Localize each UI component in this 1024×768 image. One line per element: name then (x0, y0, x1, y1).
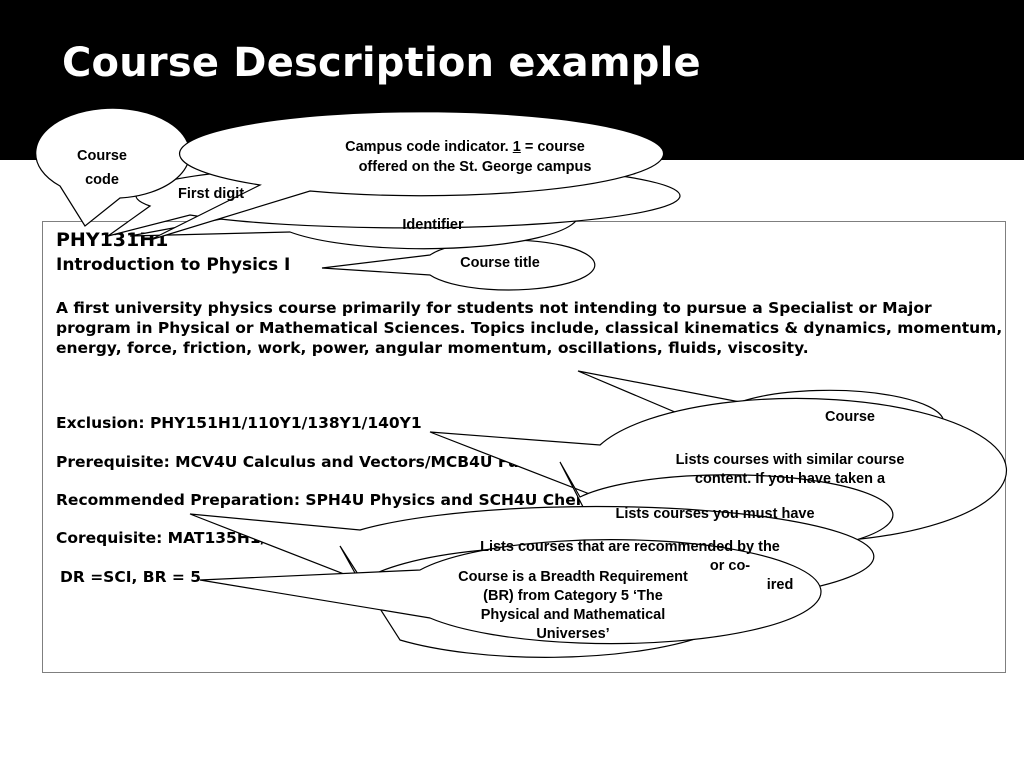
callout-recommended-text: Lists courses that are recommended by th… (430, 538, 830, 595)
callout-exclusion-text: Lists courses with similar course conten… (630, 451, 950, 489)
callout-course-code (35, 107, 191, 227)
exclusion-line1: Lists courses with similar course (675, 452, 905, 468)
slide-title: Course Description example (62, 40, 701, 86)
callout-breadth (199, 539, 822, 645)
callout-course-title-text: Course title (460, 255, 540, 271)
campus-line1: Campus code indicator. 1 = course (290, 137, 640, 157)
recommended-line2: or co- (709, 558, 751, 574)
callout-course-code-line2: code (85, 172, 119, 188)
callout-campus-code-text: Campus code indicator. 1 = course offere… (290, 137, 640, 177)
breadth-line: DR =SCI, BR = 5 (60, 568, 202, 586)
campus-line1-b: = course (520, 139, 585, 155)
campus-line1-a: Campus code indicator. (345, 139, 513, 155)
recommended-line1: Lists courses that are recommended by th… (480, 539, 780, 555)
course-title: Introduction to Physics I (56, 255, 291, 275)
breadth-text-line1: Course is a Breadth Requirement (458, 569, 688, 585)
prerequisite-line: Prerequisite: MCV4U Calculus and Vectors… (56, 453, 583, 471)
breadth-text-line2: (BR) from Category 5 ‘The (483, 588, 663, 604)
callout-first-digit-text: First digit (178, 186, 245, 202)
exclusion-line2: content. If you have taken a (694, 471, 886, 487)
campus-line2: offered on the St. George campus (358, 159, 592, 175)
callout-breadth-text: Course is a Breadth Requirement (BR) fro… (418, 568, 728, 644)
callout-course-code-line1: Course (77, 148, 127, 164)
exclusion-line: Exclusion: PHY151H1/110Y1/138Y1/140Y1 (56, 414, 422, 432)
breadth-text-line4: Universes’ (536, 626, 610, 642)
course-description-text: A first university physics course primar… (56, 299, 1003, 357)
callout-course-description-text: Course (825, 409, 875, 425)
breadth-text-line3: Physical and Mathematical (480, 607, 666, 623)
callout-course-code-text: Course code (62, 144, 142, 192)
callout-prerequisite-text: Lists courses you must have (615, 506, 815, 522)
campus-number: 1 (512, 139, 521, 155)
callout-identifier-text: Identifier (402, 217, 464, 233)
callout-campus-code (149, 111, 665, 241)
recommended-line: Recommended Preparation: SPH4U Physics a… (56, 491, 632, 509)
recommended-line3: ired (766, 577, 794, 593)
